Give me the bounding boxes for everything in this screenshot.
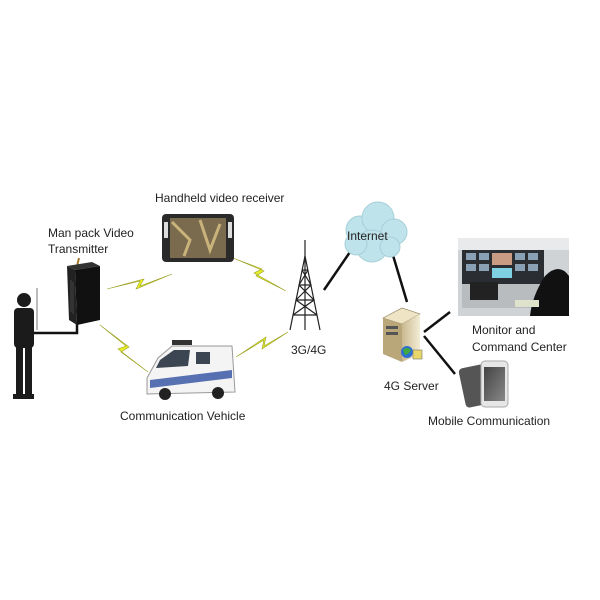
vehicle-label: Communication Vehicle xyxy=(120,409,246,423)
server-icon xyxy=(382,307,423,362)
communication-vehicle-icon xyxy=(146,340,236,400)
cell-tower-icon xyxy=(289,240,321,331)
person-icon xyxy=(13,288,38,399)
tower-internet-line xyxy=(322,251,352,291)
handheld-receiver-label: Handheld video receiver xyxy=(155,191,285,205)
server-monitor-line xyxy=(423,311,451,333)
lightning-icon xyxy=(99,324,149,373)
monitor-label-line1: Monitor and xyxy=(472,323,536,337)
lightning-icon xyxy=(232,257,287,292)
internet-label: Internet xyxy=(347,229,388,243)
command-center-photo xyxy=(458,238,569,316)
person-transmitter-cable xyxy=(34,322,79,335)
server-label: 4G Server xyxy=(384,379,439,393)
handheld-receiver-icon xyxy=(162,214,234,262)
transmitter-device-icon xyxy=(67,257,100,325)
internet-server-line xyxy=(390,251,409,303)
wireless-links xyxy=(99,257,289,373)
mobile-label: Mobile Communication xyxy=(428,414,551,428)
transmitter-label-line2: Transmitter xyxy=(48,242,109,256)
internet-cloud-icon xyxy=(344,201,408,263)
transmitter-label-line1: Man pack Video xyxy=(48,226,134,240)
connection-lines xyxy=(34,251,456,375)
tower-label: 3G/4G xyxy=(291,343,327,357)
lightning-icon xyxy=(235,331,289,358)
server-phone-line xyxy=(423,335,456,375)
monitor-label-line2: Command Center xyxy=(472,340,567,354)
mobile-phone-icon xyxy=(458,360,509,408)
lightning-icon xyxy=(106,273,173,290)
